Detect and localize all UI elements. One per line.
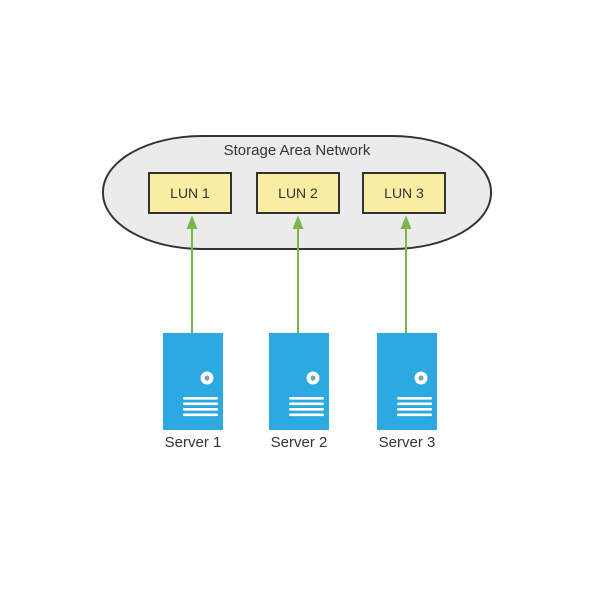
server-icon <box>289 371 324 417</box>
lun-2-node: LUN 2 <box>256 172 340 214</box>
server-icon <box>183 371 218 417</box>
lun-1-node: LUN 1 <box>148 172 232 214</box>
server-2-label: Server 2 <box>270 434 328 451</box>
lun-2-label: LUN 2 <box>278 185 318 201</box>
server-1-node: Server 1 <box>163 333 223 451</box>
lun-1-label: LUN 1 <box>170 185 210 201</box>
server-3-node: Server 3 <box>377 333 437 451</box>
san-title: Storage Area Network <box>223 142 371 159</box>
lun-3-label: LUN 3 <box>384 185 424 201</box>
server-2-node: Server 2 <box>269 333 329 451</box>
server-1-label: Server 1 <box>164 434 222 451</box>
lun-3-node: LUN 3 <box>362 172 446 214</box>
server-icon <box>397 371 432 417</box>
server-3-label: Server 3 <box>378 434 436 451</box>
